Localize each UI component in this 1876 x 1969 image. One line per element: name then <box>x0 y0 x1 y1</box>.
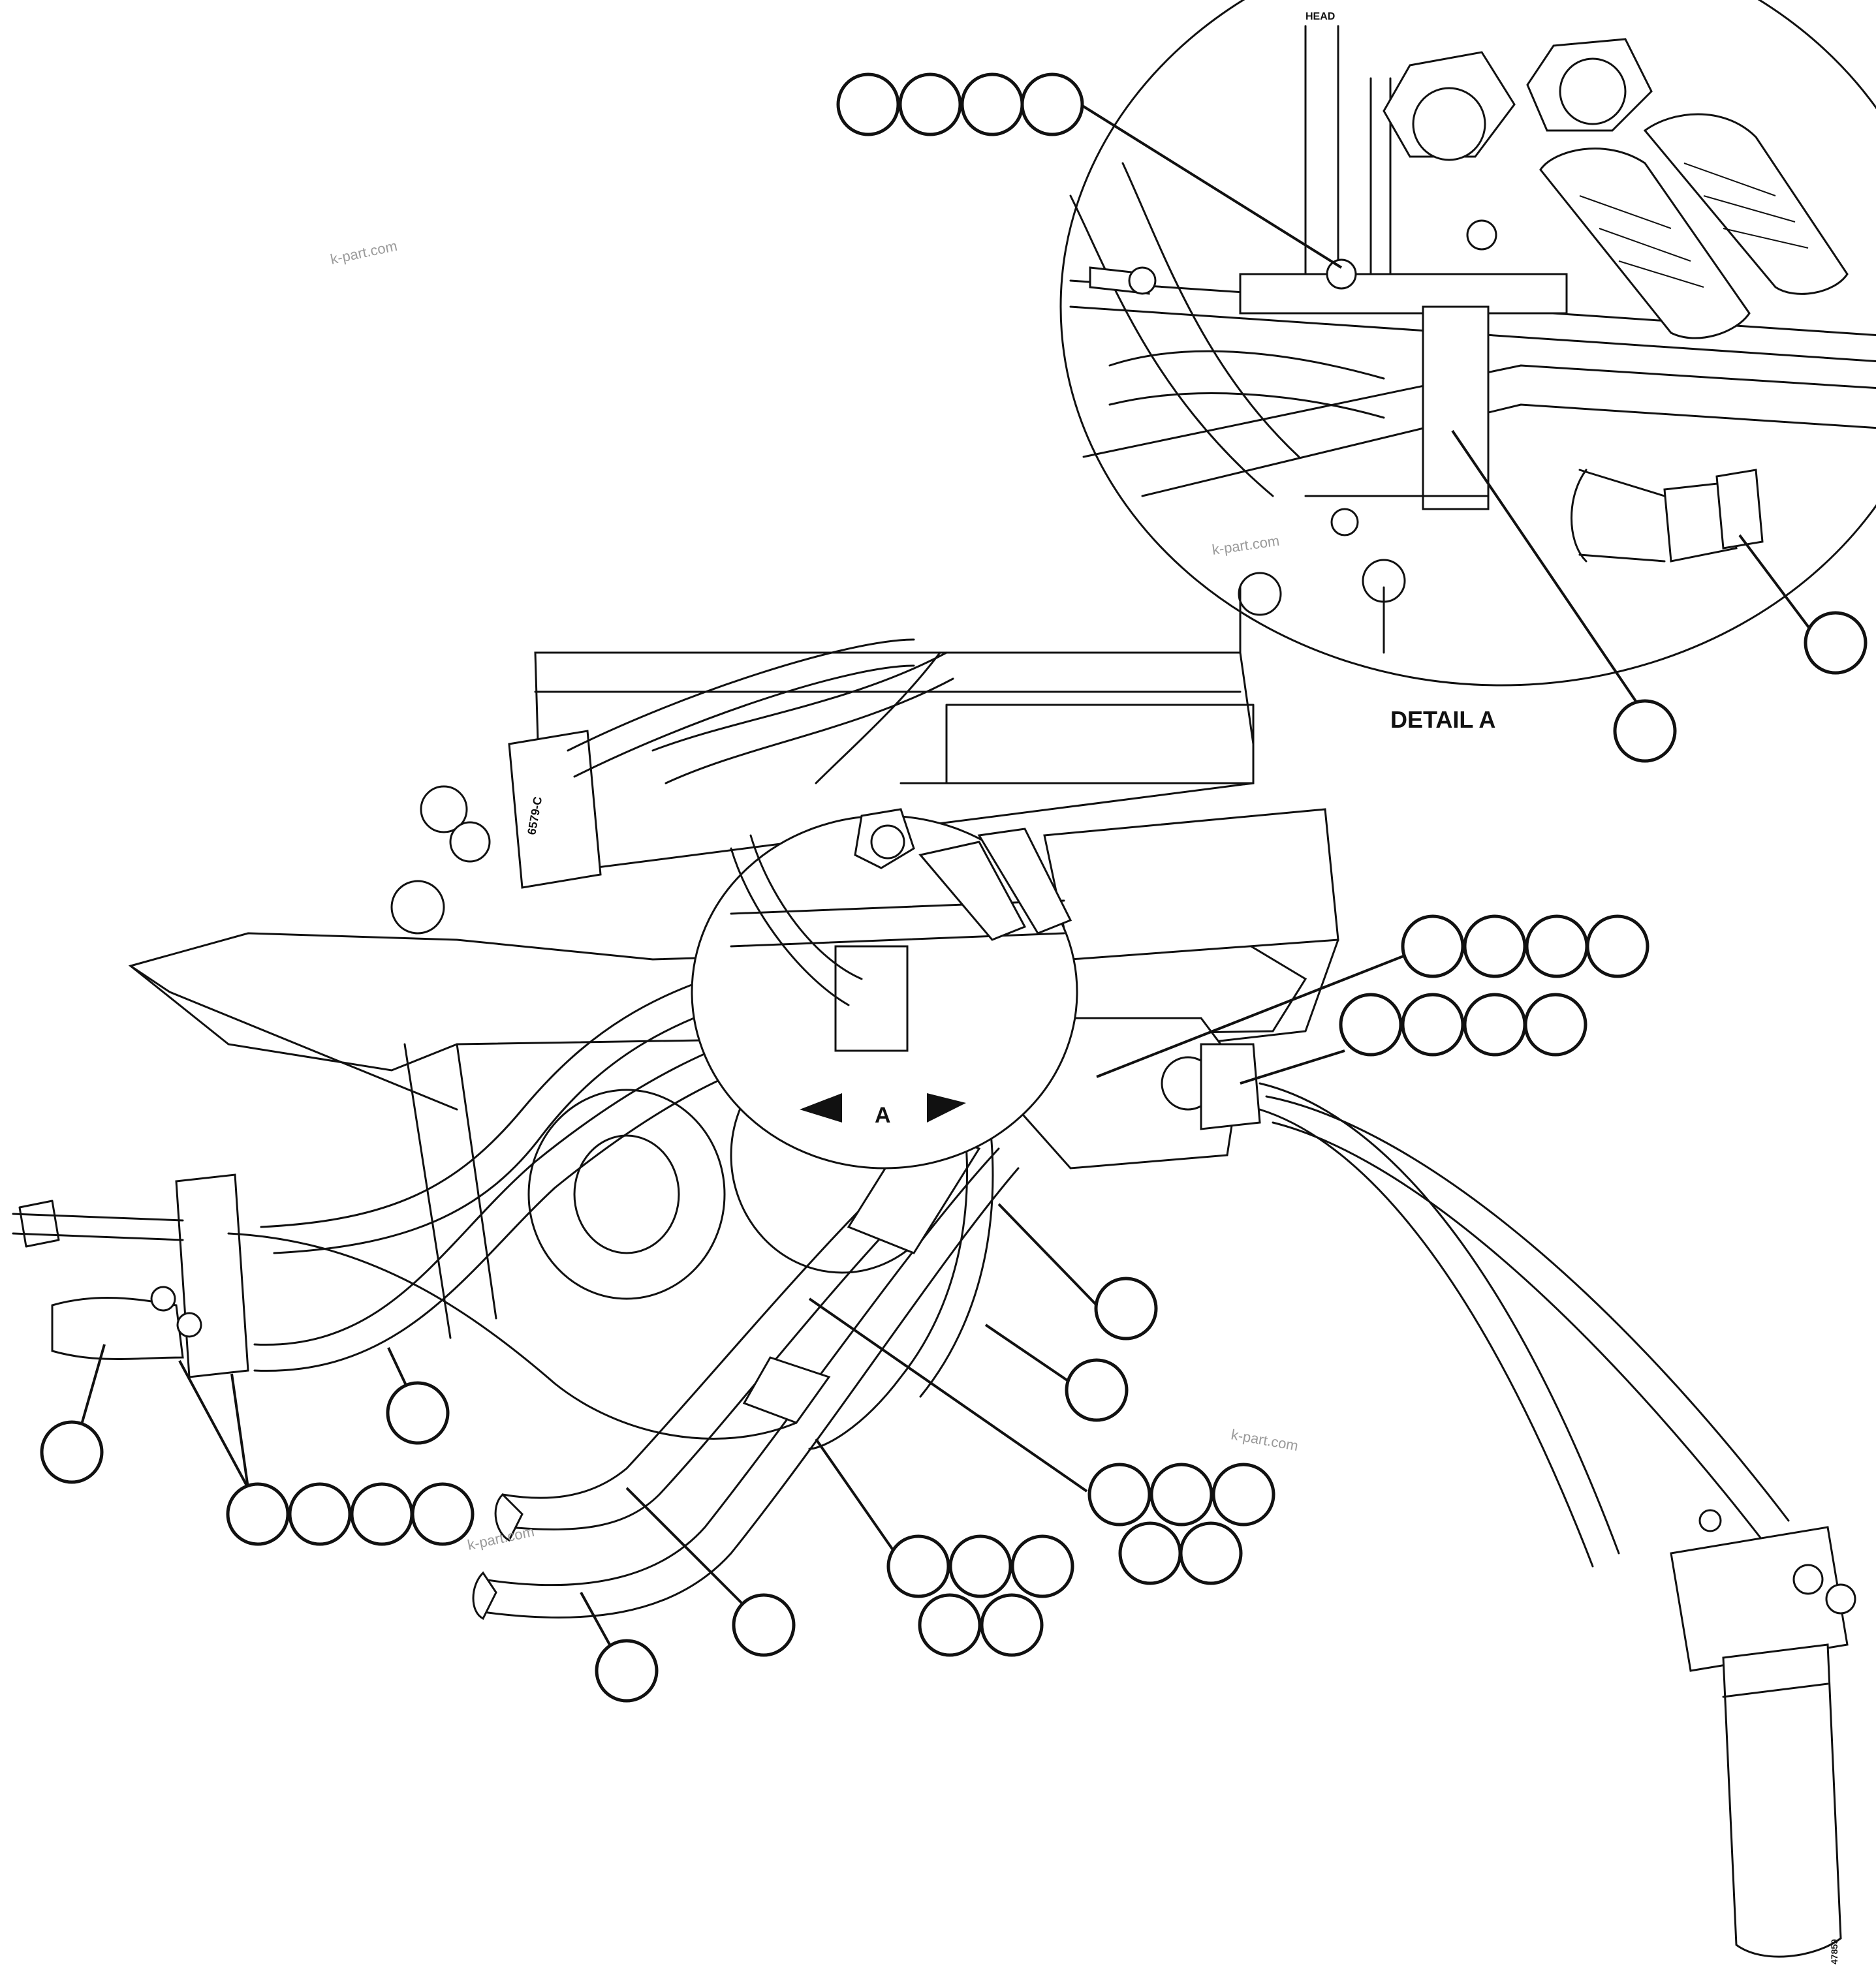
detail-a-linework <box>1069 25 1876 654</box>
watermark-top-left: k-part.com <box>329 238 399 268</box>
callout-balloon <box>732 1593 796 1657</box>
callout-balloon <box>1525 914 1589 978</box>
callout-balloon <box>1463 914 1527 978</box>
callout-balloon <box>960 72 1024 136</box>
callout-balloon <box>1463 993 1527 1057</box>
callout-balloon <box>1087 1463 1151 1527</box>
callout-balloon <box>886 1534 950 1598</box>
callout-balloon <box>948 1534 1012 1598</box>
view-arrow-left <box>800 1093 842 1123</box>
callout-balloon <box>1212 1463 1275 1527</box>
callout-balloon <box>1065 1358 1129 1422</box>
callout-balloon <box>836 72 900 136</box>
callout-balloon <box>226 1482 290 1546</box>
callout-balloon <box>1339 993 1403 1057</box>
callout-balloon <box>40 1420 104 1484</box>
callout-balloon <box>1401 993 1465 1057</box>
callout-balloon <box>595 1639 659 1703</box>
callout-balloon <box>1613 699 1677 763</box>
callout-balloon <box>980 1593 1044 1657</box>
head-text: HEAD <box>1305 11 1335 22</box>
callout-balloon <box>1094 1277 1158 1341</box>
callout-balloon <box>1524 993 1587 1057</box>
callout-balloon <box>386 1381 450 1445</box>
leader-lines <box>77 103 1819 1658</box>
view-arrow-right <box>927 1093 966 1123</box>
callout-balloon <box>1118 1521 1182 1585</box>
detail-a-callout: A <box>691 808 1078 1170</box>
callout-balloon <box>1179 1521 1243 1585</box>
callout-balloon <box>1020 72 1084 136</box>
watermark-center-right: k-part.com <box>1230 1426 1300 1454</box>
callout-balloon <box>1149 1463 1213 1527</box>
callout-balloon <box>350 1482 414 1546</box>
callout-balloon <box>411 1482 475 1546</box>
detail-a-view: HEAD k-part.com <box>1059 0 1876 687</box>
callout-balloon <box>1401 914 1465 978</box>
callout-balloon <box>1586 914 1649 978</box>
detail-a-label: DETAIL A <box>1390 706 1495 733</box>
view-marker-a: A <box>875 1103 891 1128</box>
callout-balloon <box>288 1482 352 1546</box>
drawing-number: 47859 <box>1829 1939 1839 1964</box>
callout-balloons <box>40 72 1868 1703</box>
callout-balloon <box>1010 1534 1074 1598</box>
callout-balloon <box>918 1593 982 1657</box>
callout-balloon <box>1804 611 1868 675</box>
callout-balloon <box>898 72 962 136</box>
